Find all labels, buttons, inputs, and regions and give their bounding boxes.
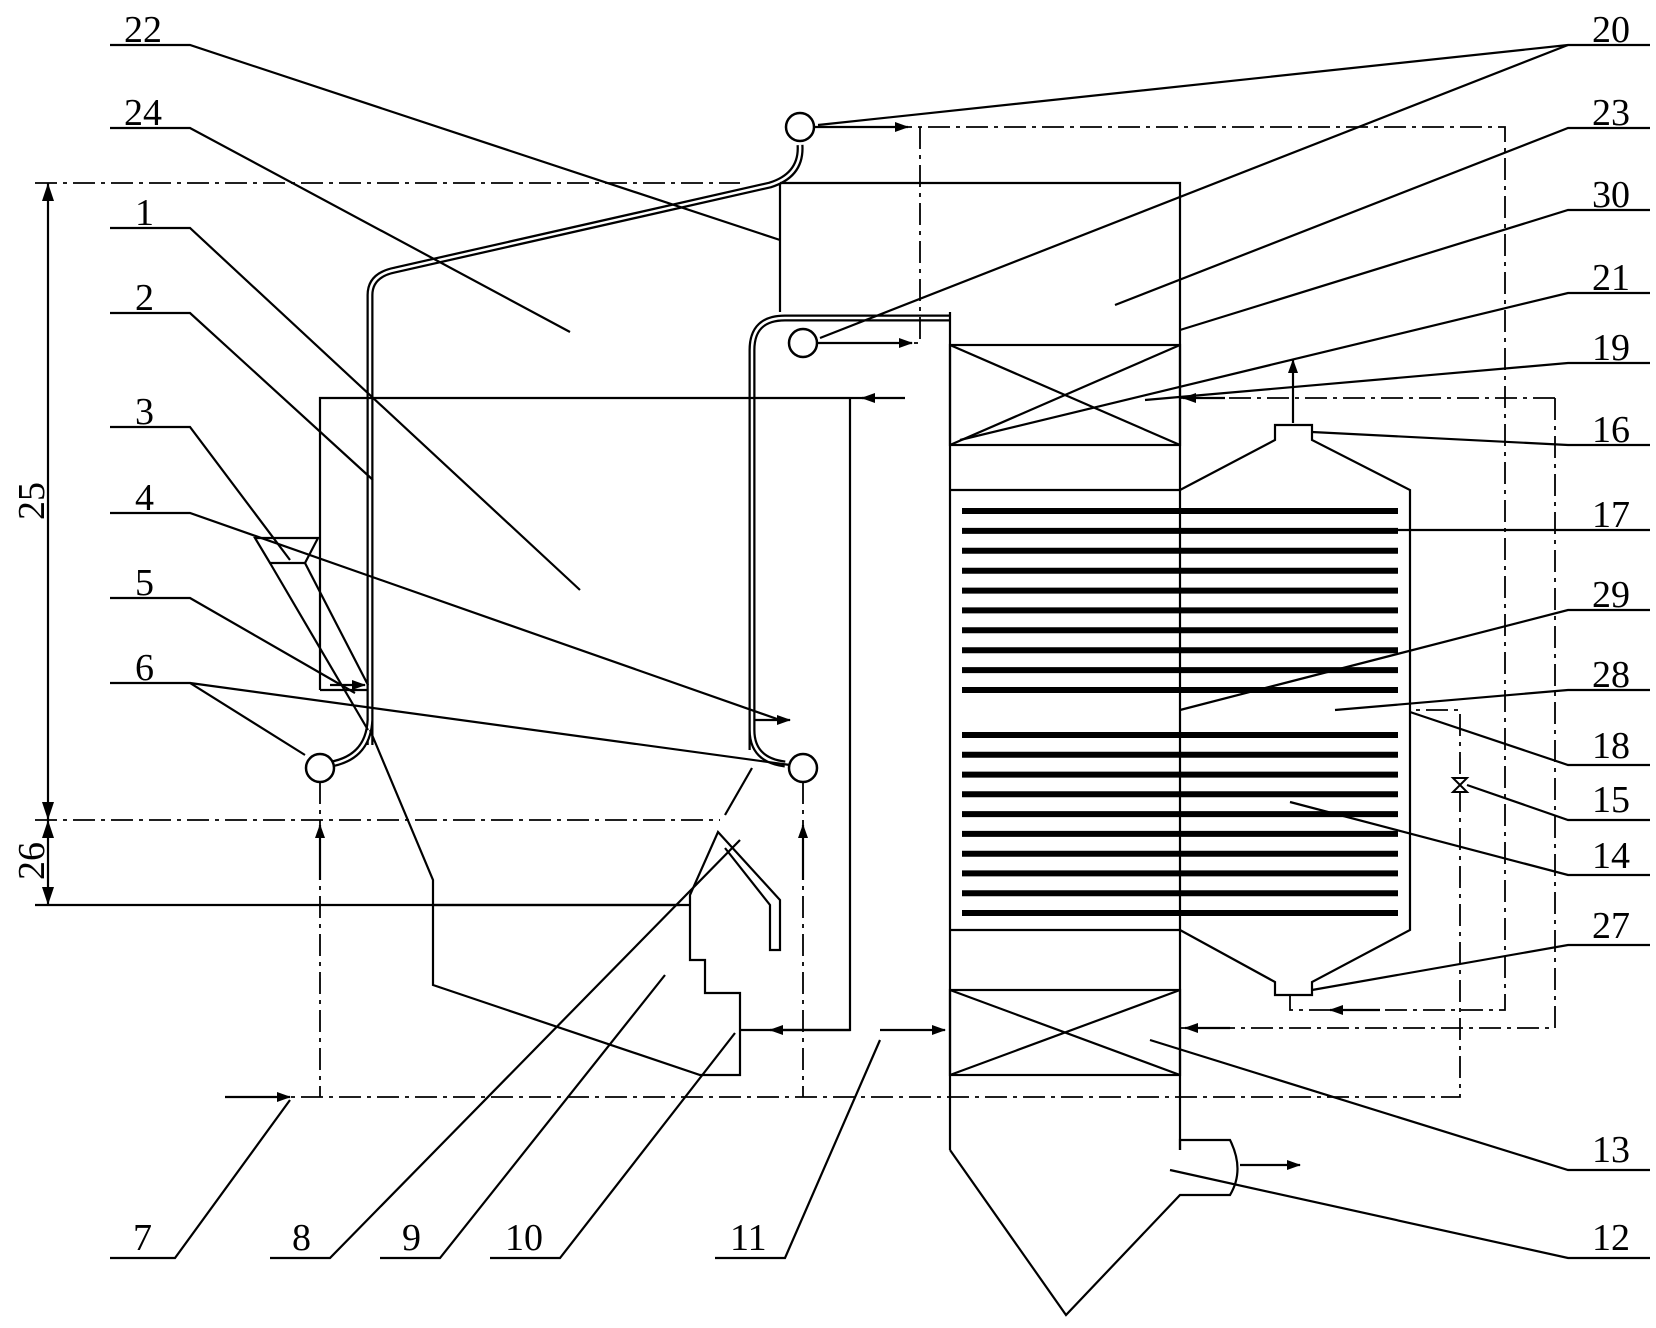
label-12: 12 <box>1592 1217 1630 1259</box>
label-24: 24 <box>124 92 162 134</box>
label-26: 26 <box>11 842 53 880</box>
label-7: 7 <box>133 1217 152 1259</box>
label-6: 6 <box>135 647 154 689</box>
label-22: 22 <box>124 9 162 51</box>
valve-15 <box>1453 778 1467 792</box>
label-30: 30 <box>1592 174 1630 216</box>
label-1: 1 <box>135 192 154 234</box>
feed-hopper <box>255 538 368 730</box>
right-lower-header <box>789 754 817 782</box>
label-15: 15 <box>1592 779 1630 821</box>
label-18: 18 <box>1592 725 1630 767</box>
top-drum <box>786 113 814 141</box>
label-10: 10 <box>505 1217 543 1259</box>
label-25: 25 <box>11 482 53 520</box>
label-8: 8 <box>292 1217 311 1259</box>
label-9: 9 <box>402 1217 421 1259</box>
label-28: 28 <box>1592 654 1630 696</box>
label-27: 27 <box>1592 905 1630 947</box>
label-17: 17 <box>1592 494 1630 536</box>
headers <box>306 113 817 782</box>
left-lower-header <box>306 754 334 782</box>
leader-lines <box>110 45 1650 1258</box>
label-2: 2 <box>135 277 154 319</box>
label-3: 3 <box>135 391 154 433</box>
flow-arrows <box>225 127 1467 1165</box>
label-20: 20 <box>1592 9 1630 51</box>
label-14: 14 <box>1592 835 1630 877</box>
label-23: 23 <box>1592 92 1630 134</box>
label-21: 21 <box>1592 257 1630 299</box>
mid-header <box>789 329 817 357</box>
label-29: 29 <box>1592 574 1630 616</box>
label-19: 19 <box>1592 327 1630 369</box>
label-4: 4 <box>135 477 154 519</box>
label-13: 13 <box>1592 1129 1630 1171</box>
label-11: 11 <box>730 1217 767 1259</box>
label-5: 5 <box>135 562 154 604</box>
label-16: 16 <box>1592 409 1630 451</box>
